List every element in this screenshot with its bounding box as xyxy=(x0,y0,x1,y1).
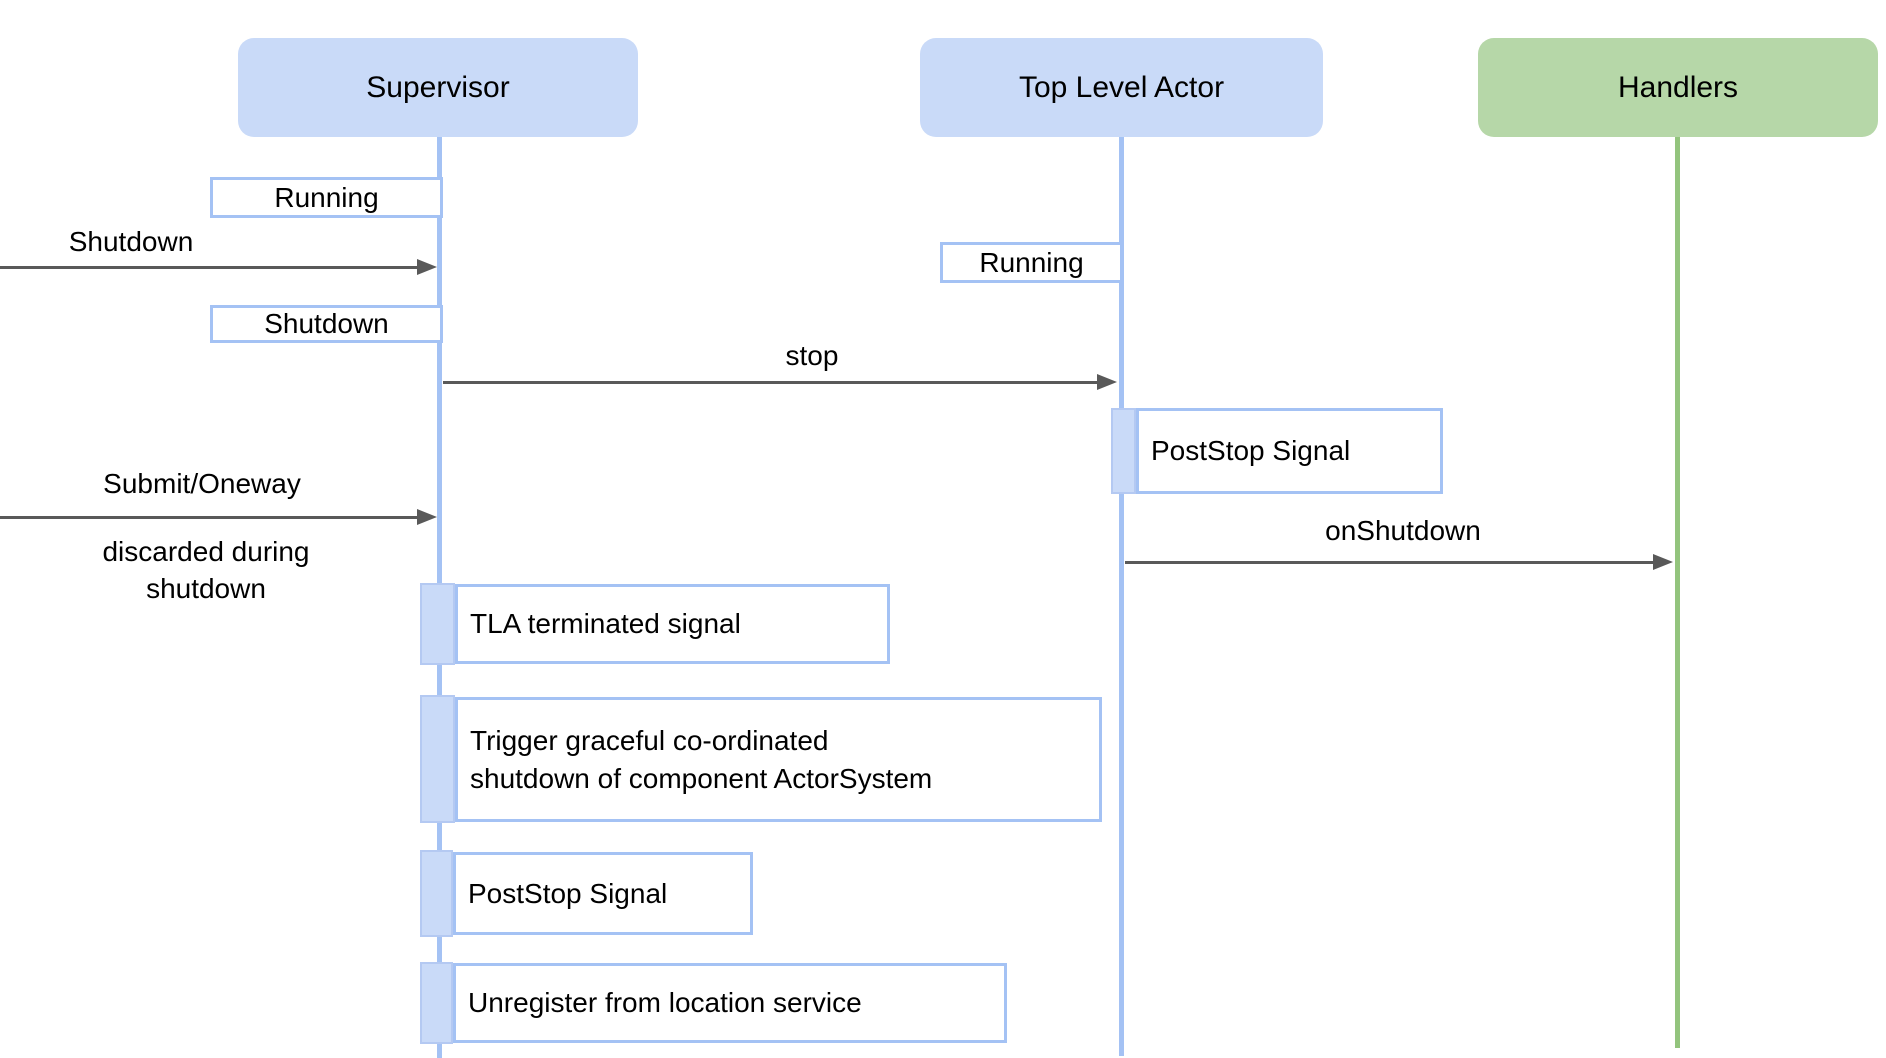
note-line: discarded during xyxy=(102,536,310,567)
note-discarded-during-shutdown: discarded during shutdown xyxy=(102,533,309,607)
arrowhead-right-icon xyxy=(417,259,437,275)
message-label-submit-oneway: Submit/Oneway xyxy=(103,468,301,499)
activation-bar-supervisor-poststop xyxy=(420,850,453,937)
state-box-supervisor-running: Running xyxy=(210,177,443,218)
signal-label: PostStop Signal xyxy=(1151,435,1351,466)
state-box-tla-running: Running xyxy=(940,242,1123,283)
signal-box-unregister: Unregister from location service xyxy=(453,963,1007,1043)
message-line-shutdown xyxy=(0,266,418,269)
top-level-actor-lifeline xyxy=(1119,137,1124,1056)
signal-box-tla-terminated: TLA terminated signal xyxy=(455,584,890,664)
actor-handlers-label: Handlers xyxy=(1617,70,1739,104)
actor-top-level-actor: Top Level Actor xyxy=(920,38,1323,137)
message-line-stop xyxy=(443,381,1098,384)
signal-box-supervisor-poststop: PostStop Signal xyxy=(453,852,753,935)
arrowhead-right-icon xyxy=(417,509,437,525)
signal-label: Unregister from location service xyxy=(468,987,862,1018)
arrowhead-right-icon xyxy=(1653,554,1673,570)
signal-box-trigger-graceful: Trigger graceful co-ordinated shutdown o… xyxy=(455,697,1102,822)
message-line-onshutdown xyxy=(1125,561,1655,564)
activation-bar-tla-terminated xyxy=(420,583,455,665)
signal-label: PostStop Signal xyxy=(468,877,668,909)
state-label: Running xyxy=(979,246,1084,278)
actor-top-level-actor-label: Top Level Actor xyxy=(1018,70,1225,104)
message-label-stop: stop xyxy=(785,340,839,371)
signal-label-line1: Trigger graceful co-ordinated xyxy=(470,724,829,756)
actor-handlers: Handlers xyxy=(1478,38,1878,137)
signal-box-tla-poststop: PostStop Signal xyxy=(1136,408,1443,494)
message-label-onshutdown: onShutdown xyxy=(1325,515,1481,546)
state-label: Running xyxy=(274,181,379,213)
activation-bar-unregister xyxy=(420,962,453,1044)
handlers-lifeline xyxy=(1675,137,1680,1048)
actor-supervisor: Supervisor xyxy=(238,38,638,137)
signal-label: TLA terminated signal xyxy=(470,608,741,639)
signal-label-line2: shutdown of component ActorSystem xyxy=(470,762,933,794)
actor-supervisor-label: Supervisor xyxy=(366,70,510,104)
message-line-submit-oneway xyxy=(0,516,418,519)
message-label-shutdown: Shutdown xyxy=(68,226,194,257)
arrowhead-right-icon xyxy=(1097,374,1117,390)
note-line: shutdown xyxy=(146,573,266,604)
state-label: Shutdown xyxy=(264,308,389,339)
activation-bar-trigger-graceful xyxy=(420,695,455,823)
activation-bar-tla-poststop xyxy=(1111,408,1136,494)
signal-label: Trigger graceful co-ordinated shutdown o… xyxy=(470,722,932,798)
state-box-supervisor-shutdown: Shutdown xyxy=(210,305,443,343)
